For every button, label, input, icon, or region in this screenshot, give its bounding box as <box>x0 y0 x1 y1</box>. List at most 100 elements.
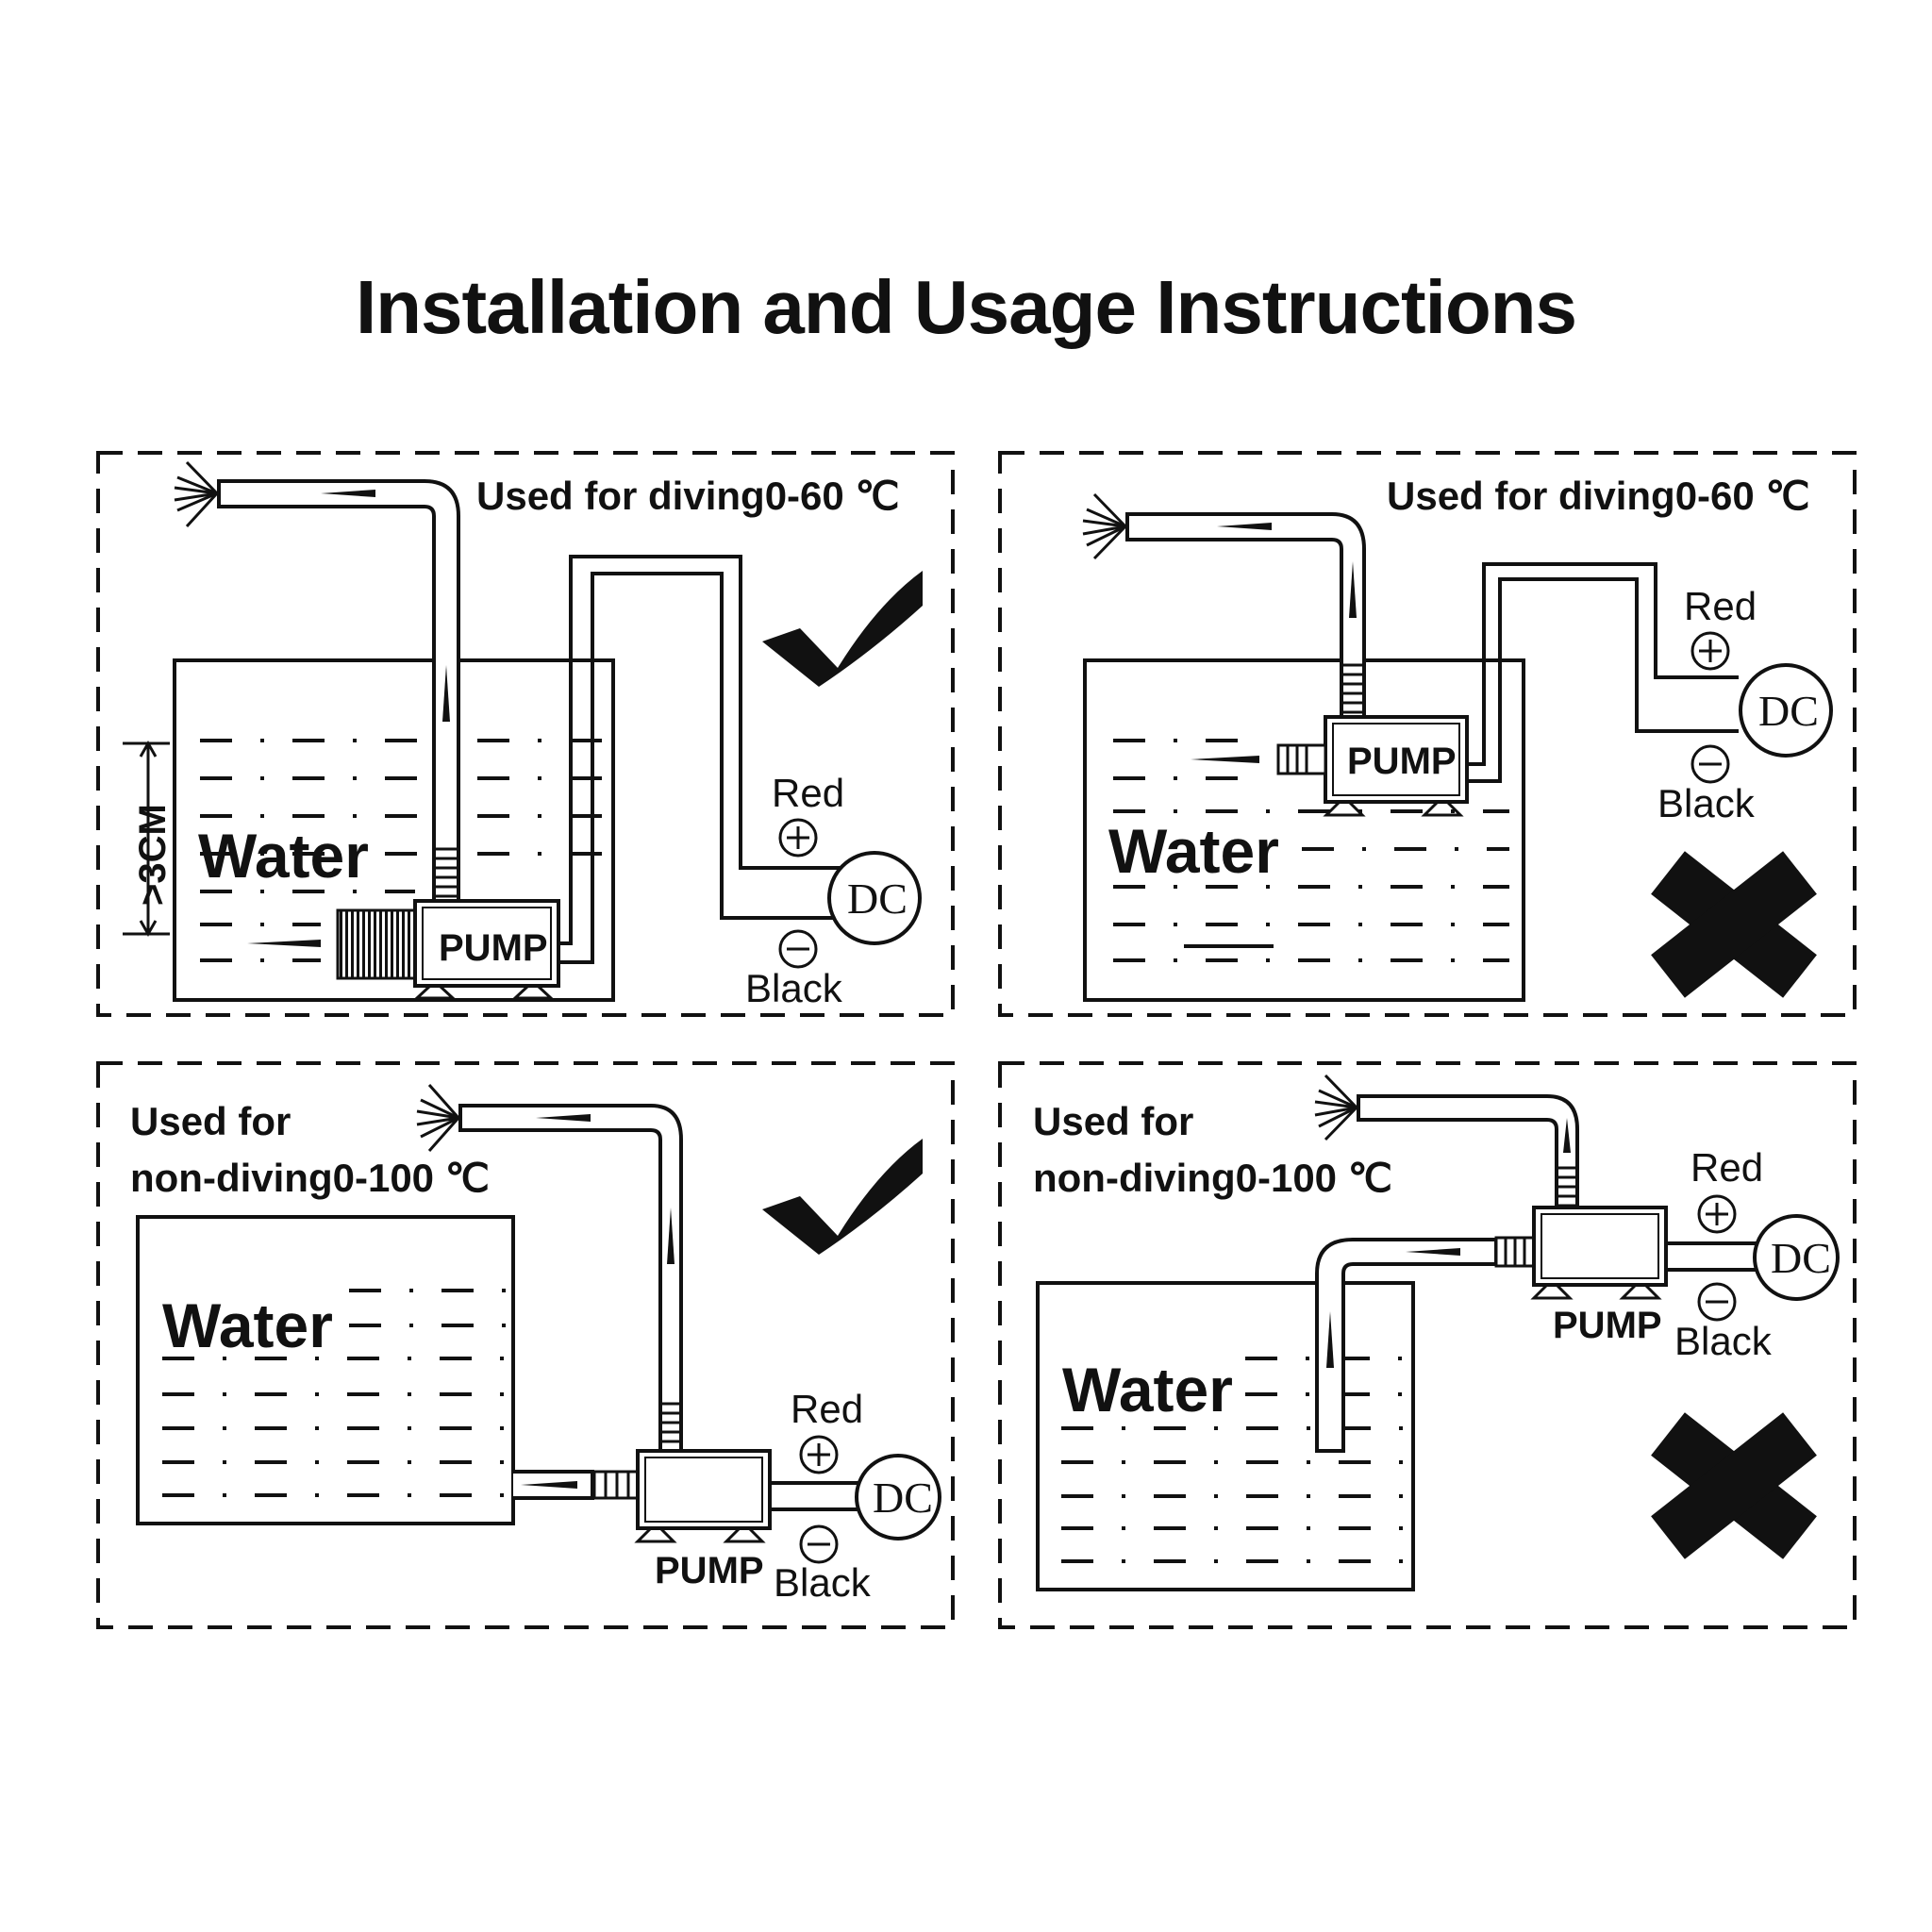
pump-foot <box>1421 800 1464 817</box>
flow-arrow <box>667 1208 675 1264</box>
power-cable <box>558 572 854 964</box>
water-label: Water <box>1062 1355 1233 1424</box>
panel-caption: Used for diving0-60 ℃ <box>1387 474 1810 518</box>
spray-icon <box>174 460 219 528</box>
minus-icon <box>1697 1282 1737 1322</box>
black-wire-label: Black <box>745 966 843 1010</box>
plus-icon <box>799 1435 839 1474</box>
dc-label: DC <box>1758 687 1819 735</box>
flow-arrow <box>1349 561 1357 618</box>
power-cable <box>558 555 854 945</box>
power-cable <box>1467 577 1739 783</box>
dc-power-source <box>1739 663 1833 758</box>
black-wire-label: Black <box>1657 781 1756 825</box>
red-wire-label: Red <box>791 1387 863 1431</box>
spray-icon <box>1082 492 1127 560</box>
red-wire-label: Red <box>1690 1145 1763 1190</box>
cross-mark-icon <box>1651 1412 1817 1559</box>
hose-coupling <box>1341 663 1364 714</box>
flow-arrow <box>1217 523 1272 530</box>
pump-label: PUMP <box>655 1550 764 1591</box>
pump-body <box>1532 1206 1668 1287</box>
dc-label: DC <box>1771 1234 1831 1282</box>
water-tank <box>173 658 615 1002</box>
panel-non-diving-wrong: Used for non-diving0-100 ℃ Water <box>998 1061 1857 1629</box>
pump-inlet <box>1276 743 1327 775</box>
flow-arrow <box>536 1114 591 1122</box>
flow-arrow <box>442 665 450 722</box>
pump-label: PUMP <box>1553 1305 1662 1346</box>
panel-frame <box>998 451 1857 1017</box>
water-dashes <box>1113 739 1509 962</box>
flow-arrow <box>1191 756 1259 763</box>
pump-intake-filter <box>336 908 419 980</box>
panel-non-diving-correct: Used for non-diving0-100 ℃ Water <box>96 1061 955 1629</box>
panel-caption-line2: non-diving0-100 ℃ <box>1033 1156 1392 1200</box>
outlet-pipe <box>458 1104 683 1453</box>
minus-icon <box>799 1524 839 1564</box>
pump-foot <box>1619 1283 1662 1300</box>
pump-body <box>413 899 560 988</box>
page-title: Installation and Usage Instructions <box>355 265 1577 349</box>
panel-diving-correct: Used for diving0-60 ℃ Water >3CM <box>96 451 955 1017</box>
depth-indicator <box>123 740 170 938</box>
water-label: Water <box>1108 816 1279 886</box>
hose-coupling <box>434 847 458 898</box>
flow-arrow <box>1406 1248 1460 1256</box>
hose-coupling <box>660 1402 681 1443</box>
panel-caption-line2: non-diving0-100 ℃ <box>130 1156 490 1200</box>
plus-icon <box>778 818 818 858</box>
water-tank <box>136 1215 515 1525</box>
check-mark-icon <box>762 1139 923 1255</box>
dc-label: DC <box>873 1474 933 1522</box>
pump-foot <box>1323 800 1366 817</box>
water-tank <box>1083 658 1525 1002</box>
panel-frame <box>998 1061 1857 1629</box>
flow-arrow <box>247 940 321 947</box>
pump-foot <box>723 1526 766 1543</box>
red-wire-label: Red <box>1684 584 1757 628</box>
pump-foot <box>511 984 555 1000</box>
dc-label: DC <box>847 874 908 923</box>
dc-power-source <box>855 1454 941 1541</box>
panel-caption: Used for diving0-60 ℃ <box>476 474 900 518</box>
panel-caption-line1: Used for <box>130 1099 291 1143</box>
water-dashes <box>1061 1357 1410 1563</box>
minus-icon <box>1690 744 1730 784</box>
black-wire-label: Black <box>774 1560 872 1605</box>
outlet-pipe <box>1125 512 1366 726</box>
water-tank <box>1036 1281 1415 1591</box>
plus-icon <box>1690 631 1730 671</box>
panel-frame <box>96 1061 955 1629</box>
flow-arrow <box>1326 1311 1334 1368</box>
depth-label: >3CM <box>132 804 174 906</box>
pump-foot <box>413 984 457 1000</box>
cross-mark-icon <box>1651 851 1817 998</box>
minus-icon <box>778 929 818 969</box>
spray-icon <box>1314 1074 1358 1141</box>
dc-power-source <box>1753 1214 1840 1301</box>
flow-arrow <box>1563 1118 1571 1153</box>
pump-foot <box>634 1526 677 1543</box>
pump-label: PUMP <box>1347 741 1457 782</box>
pump-body <box>636 1449 772 1530</box>
water-dashes <box>200 739 604 962</box>
red-wire-label: Red <box>772 771 844 815</box>
pump-foot <box>1530 1283 1574 1300</box>
flow-arrow <box>321 490 375 497</box>
spray-icon <box>416 1084 460 1152</box>
check-mark-icon <box>762 571 923 687</box>
water-label: Water <box>162 1291 333 1360</box>
water-label: Water <box>198 821 369 891</box>
power-cable <box>1467 562 1739 766</box>
panel-caption-line1: Used for <box>1033 1099 1193 1143</box>
dc-power-source <box>827 851 922 945</box>
water-dashes <box>162 1289 509 1497</box>
inlet-pipe <box>1315 1238 1498 1453</box>
black-wire-label: Black <box>1674 1319 1773 1363</box>
flow-arrow <box>521 1481 577 1489</box>
panel-frame <box>96 451 955 1017</box>
panel-diving-wrong: Used for diving0-60 ℃ Water <box>998 451 1857 1017</box>
plus-icon <box>1697 1194 1737 1234</box>
